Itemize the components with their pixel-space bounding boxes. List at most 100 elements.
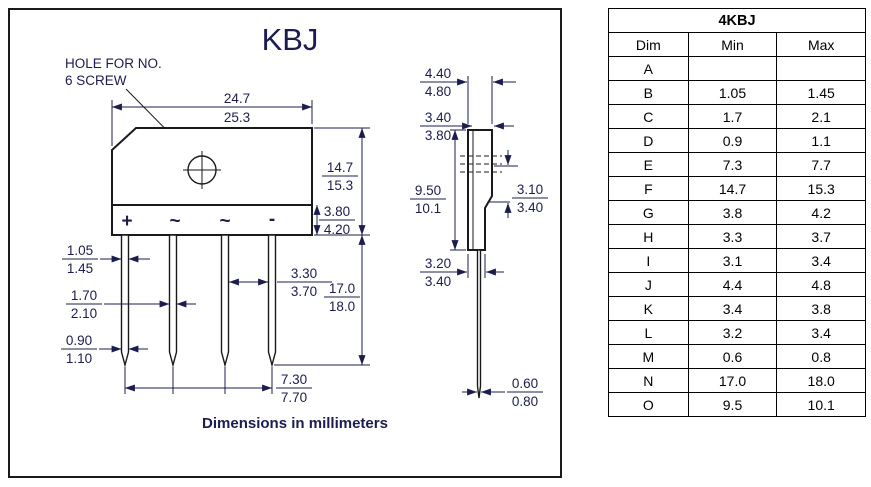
table-cell-max: 15.3 xyxy=(776,176,866,201)
table-header-max: Max xyxy=(776,32,866,57)
footer-note: Dimensions in millimeters xyxy=(202,415,388,432)
dim-body-height-max: 15.3 xyxy=(327,178,353,193)
table-cell-min: 0.9 xyxy=(687,128,778,153)
dim-lead-span-max: 7.70 xyxy=(281,390,307,405)
dim-terminal-height-max: 4.20 xyxy=(324,222,350,237)
dim-side-overall-width-min: 4.40 xyxy=(425,66,451,81)
table-cell-max: 7.7 xyxy=(776,152,866,177)
dim-side-lead-thickness: 0.60 0.80 xyxy=(462,376,543,409)
terminal-symbols: + ~ ~ - xyxy=(121,209,275,232)
dim-side-lead-thickness-max: 0.80 xyxy=(512,394,538,409)
table-cell-dim: F xyxy=(608,176,689,201)
table-header-dim: Dim xyxy=(608,32,689,57)
front-view: HOLE FOR NO. 6 SCREW + ~ ~ - xyxy=(61,56,370,405)
table-title: 4KBJ xyxy=(608,8,866,33)
table-cell-min xyxy=(687,56,778,81)
lead-3 xyxy=(220,234,230,368)
table-cell-min: 3.4 xyxy=(687,296,778,321)
dim-body-height-min: 14.7 xyxy=(327,160,353,175)
dim-side-hole-offset: 3.10 3.40 xyxy=(488,150,548,218)
table-cell-min: 4.4 xyxy=(687,272,778,297)
table-cell-dim: D xyxy=(608,128,689,153)
table-cell-min: 1.05 xyxy=(687,80,778,105)
table-cell-min: 3.3 xyxy=(687,224,778,249)
table-cell-max: 10.1 xyxy=(776,392,866,417)
table-cell-max: 4.8 xyxy=(776,272,866,297)
dim-lead-length-max: 18.0 xyxy=(329,299,355,314)
lead-2 xyxy=(168,234,178,368)
drawing-panel: KBJ HOLE FOR NO. 6 SCREW + ~ xyxy=(8,8,562,478)
table-cell-max: 4.2 xyxy=(776,200,866,225)
table-cell-min: 3.8 xyxy=(687,200,778,225)
table-cell-dim: M xyxy=(608,344,689,369)
dim-terminal-height: 3.80 4.20 xyxy=(313,204,355,237)
table-header-min: Min xyxy=(687,32,778,57)
terminal-strip xyxy=(111,204,313,236)
dim-side-body-width-max: 3.80 xyxy=(425,128,451,143)
table-cell-min: 9.5 xyxy=(687,392,778,417)
dim-side-body-width: 3.40 3.80 xyxy=(420,110,514,143)
table-cell-min: 14.7 xyxy=(687,176,778,201)
terminal-minus-symbol: - xyxy=(269,209,275,230)
dim-side-base-width: 3.20 3.40 xyxy=(420,254,504,289)
terminal-ac1-symbol: ~ xyxy=(169,211,180,232)
side-body-outline xyxy=(467,129,493,251)
table-cell-dim: B xyxy=(608,80,689,105)
dim-side-height: 9.50 10.1 xyxy=(410,129,466,251)
table-cell-dim: E xyxy=(608,152,689,177)
dim-lead-thickness: 0.90 1.10 xyxy=(61,333,148,366)
table-title-row: 4KBJ xyxy=(608,8,866,33)
table-cell-min: 17.0 xyxy=(687,368,778,393)
table-cell-max: 3.4 xyxy=(776,320,866,345)
dim-body-height: 14.7 15.3 xyxy=(314,127,370,236)
table-cell-max xyxy=(776,56,866,81)
table-cell-dim: G xyxy=(608,200,689,225)
dim-lead-length-min: 17.0 xyxy=(329,281,355,296)
table-row: A xyxy=(608,56,866,81)
dim-inner-lead-width-min: 1.70 xyxy=(71,288,97,303)
table-cell-min: 0.6 xyxy=(687,344,778,369)
side-lead xyxy=(476,249,482,399)
dim-side-overall-width: 4.40 4.80 xyxy=(420,66,516,124)
dim-outer-lead-width-min: 1.05 xyxy=(67,243,93,258)
table-cell-max: 1.1 xyxy=(776,128,866,153)
dim-side-overall-width-max: 4.80 xyxy=(425,84,451,99)
dim-side-hole-offset-min: 3.10 xyxy=(517,182,543,197)
hidden-hole-lines xyxy=(460,155,502,173)
table-cell-min: 3.2 xyxy=(687,320,778,345)
dim-lead-gap-min: 3.30 xyxy=(291,266,317,281)
table-cell-dim: L xyxy=(608,320,689,345)
table-cell-max: 2.1 xyxy=(776,104,866,129)
terminal-ac2-symbol: ~ xyxy=(219,211,230,232)
table-header-row: Dim Min Max xyxy=(608,32,866,57)
dim-lead-thickness-max: 1.10 xyxy=(66,351,92,366)
table-cell-max: 18.0 xyxy=(776,368,866,393)
dim-side-height-max: 10.1 xyxy=(415,201,441,216)
dim-lead-thickness-min: 0.90 xyxy=(66,333,92,348)
dim-top-width-min: 24.7 xyxy=(224,91,250,106)
dim-side-height-min: 9.50 xyxy=(415,183,441,198)
terminal-plus-symbol: + xyxy=(121,211,132,232)
dim-side-lead-thickness-min: 0.60 xyxy=(512,376,538,391)
side-view: 4.40 4.80 3.40 3.80 9.50 xyxy=(410,66,548,409)
dim-outer-lead-width: 1.05 1.45 xyxy=(62,243,150,276)
dim-top-width: 24.7 25.3 xyxy=(111,91,313,146)
table-cell-dim: A xyxy=(608,56,689,81)
dim-lead-gap: 3.30 3.70 xyxy=(229,266,332,299)
dim-side-base-width-min: 3.20 xyxy=(425,256,451,271)
lead-1 xyxy=(120,234,130,368)
